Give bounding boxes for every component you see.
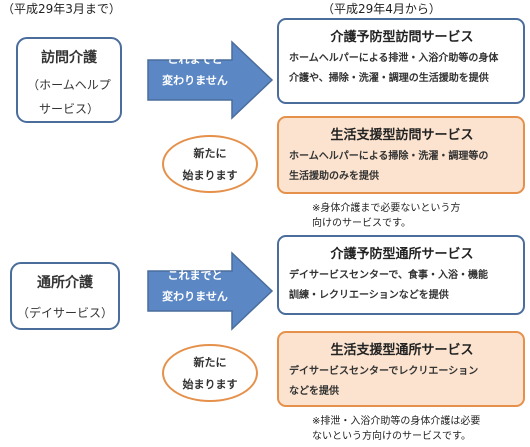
continued-service-day: 介護予防型通所サービス デイサービスセンターで、食事・入浴・機能 訓練・レクリエ… [277,235,525,315]
arrow-label-line1: これまでと [167,269,223,282]
new-service-line2: 生活援助のみを提供 [289,171,379,182]
footnote: ※身体介護まで必要ないという方 向けのサービスです。 [312,201,460,231]
new-service-line2: などを提供 [289,386,339,397]
old-service-home-visit: 訪問介護 （ホームヘルプ サービス） [16,37,122,123]
old-service-subtitle-2: サービス） [38,102,99,116]
footnote-line2: ないという方向けのサービスです。 [312,431,471,442]
new-badge-line2: 始まります [182,169,238,182]
continued-service-line1: デイサービスセンターで、食事・入浴・機能 [289,270,488,281]
continued-service-title: 介護予防型訪問サービス [330,30,474,45]
new-service-title: 生活支援型訪問サービス [330,128,474,143]
footnote-line1: ※排泄・入浴介助等の身体介護は必要 [312,416,481,427]
footnote: ※排泄・入浴介助等の身体介護は必要 ないという方向けのサービスです。 [312,414,480,444]
new-badge-line1: 新たに [193,356,227,369]
new-service-line1: ホームヘルパーによる掃除・洗濯・調理等の [289,151,489,162]
continued-service-line2: 訓練・レクリエーションなどを提供 [289,290,449,301]
new-service-title: 生活支援型通所サービス [330,343,474,358]
header-before: （平成29年3月まで） [2,2,121,16]
old-service-title: 訪問介護 [41,50,97,66]
continued-service-line1: ホームヘルパーによる排泄・入浴介助等の身体 [289,53,499,64]
header-after: （平成29年4月から） [322,2,441,16]
arrow-label-line2: 変わりません [162,74,228,87]
old-service-day-care: 通所介護 （デイサービス） [10,262,120,330]
new-service-day: 生活支援型通所サービス デイサービスセンターでレクリエーション などを提供 [277,331,525,407]
arrow-label-line1: これまでと [167,53,223,66]
old-service-subtitle: （デイサービス） [16,306,113,320]
new-badge-line1: 新たに [193,147,227,160]
new-badge: 新たに 始まります [162,344,258,402]
continued-service-title: 介護予防型通所サービス [330,247,474,262]
arrow-right-icon [147,251,274,331]
arrow-label-line2: 変わりません [162,290,228,303]
arrow-right-icon [147,40,274,120]
new-service-visit: 生活支援型訪問サービス ホームヘルパーによる掃除・洗濯・調理等の 生活援助のみを… [277,116,525,194]
new-badge: 新たに 始まります [162,135,258,193]
arrow-label: これまでと 変わりません [150,49,240,91]
continued-service-visit: 介護予防型訪問サービス ホームヘルパーによる排泄・入浴介助等の身体 介護や、掃除… [277,18,525,104]
continued-service-line2: 介護や、掃除・洗濯・調理の生活援助を提供 [289,73,489,84]
arrow-label: これまでと 変わりません [150,265,240,307]
new-service-line1: デイサービスセンターでレクリエーション [289,366,479,377]
footnote-line2: 向けのサービスです。 [312,218,411,229]
old-service-title: 通所介護 [37,275,93,291]
old-service-subtitle: （ホームヘルプ [27,78,111,92]
new-badge-line2: 始まります [182,378,238,391]
footnote-line1: ※身体介護まで必要ないという方 [312,203,461,214]
